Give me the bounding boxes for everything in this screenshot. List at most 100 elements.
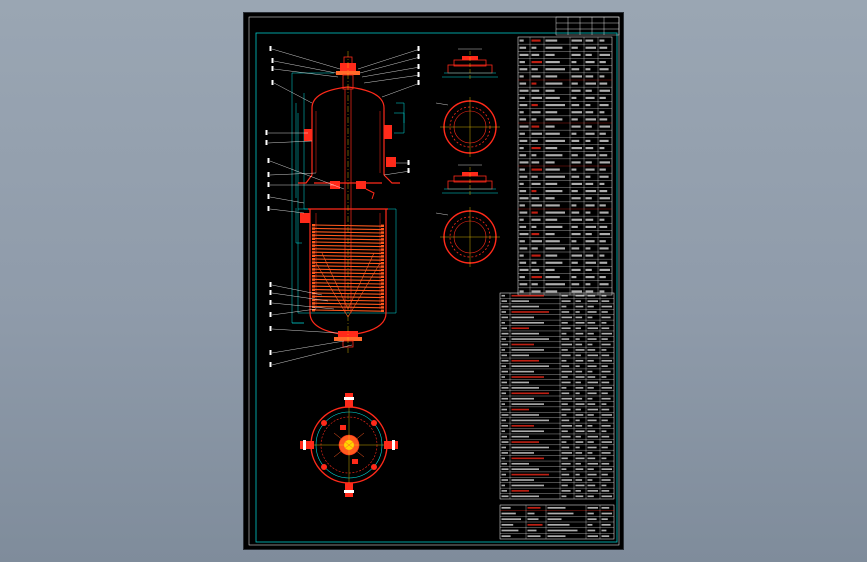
table-cell-text — [545, 161, 555, 164]
table-cell-text — [511, 473, 549, 476]
table-cell-text — [571, 182, 582, 185]
leader-tag — [417, 46, 420, 51]
table-cell-text — [519, 233, 529, 236]
table-cell-text — [501, 523, 514, 526]
table-cell-text — [601, 376, 607, 378]
table-cell-text — [519, 125, 529, 128]
flange-section-view-b[interactable] — [442, 164, 498, 197]
flange-section-view-a[interactable] — [442, 48, 498, 81]
table-cell-text — [545, 96, 560, 99]
technical-data-table[interactable] — [517, 36, 613, 296]
table-cell-text — [587, 452, 593, 454]
table-cell-text — [571, 283, 580, 286]
table-cell-text — [575, 397, 583, 400]
coil-turn-right — [381, 279, 384, 282]
coil-turn-left — [312, 309, 315, 312]
table-cell-text — [575, 408, 581, 411]
table-cell-text — [501, 473, 506, 476]
table-cell-text — [585, 39, 594, 42]
table-cell-text — [501, 484, 505, 487]
table-cell-text — [601, 397, 611, 400]
table-cell-text — [601, 523, 611, 526]
table-cell-text — [511, 359, 539, 362]
table-cell-text — [575, 349, 585, 351]
coil-turn — [313, 227, 383, 231]
leader-line — [357, 48, 421, 70]
coil-turn-right — [381, 228, 384, 231]
coil-turn-right — [381, 265, 384, 268]
table-cell-text — [511, 294, 544, 297]
table-cell-text — [599, 53, 610, 56]
leader-line — [273, 82, 313, 104]
table-cell-text — [545, 154, 563, 157]
coil-turn-right — [381, 275, 384, 278]
coil-turn-left — [312, 295, 315, 298]
vessel-elevation-view[interactable] — [265, 46, 421, 367]
drawing-sheet[interactable] — [244, 13, 623, 549]
leader-tag — [407, 168, 410, 173]
parts-list-table[interactable] — [499, 292, 615, 500]
table-cell-text — [501, 414, 509, 416]
table-cell-text — [527, 518, 539, 521]
table-cell-text — [575, 435, 581, 438]
table-cell-text — [501, 343, 508, 346]
table-cell-text — [585, 68, 591, 71]
table-cell-text — [601, 512, 612, 515]
table-cell-text — [545, 211, 565, 214]
table-cell-text — [545, 254, 558, 257]
coil-turn — [313, 224, 383, 227]
table-cell-text — [575, 446, 580, 449]
table-cell-text — [547, 535, 566, 538]
coil-turn-right — [381, 302, 384, 306]
table-cell-text — [501, 535, 511, 538]
coil-turn-right — [381, 258, 384, 261]
table-cell-text — [545, 111, 558, 114]
coil-turn-right — [381, 292, 384, 295]
table-cell-text — [599, 190, 608, 193]
coil-turn — [313, 234, 383, 237]
side-nozzles — [300, 125, 396, 223]
table-cell-text — [501, 354, 507, 357]
table-cell-text — [531, 254, 541, 257]
table-cell-text — [501, 381, 507, 384]
table-cell-text — [511, 387, 539, 389]
table-cell-text — [587, 305, 594, 308]
coil-turn — [313, 255, 383, 258]
table-cell-text — [531, 283, 538, 286]
table-cell-text — [545, 39, 558, 42]
table-cell-text — [531, 240, 542, 243]
table-cell-text — [587, 506, 598, 509]
table-cell-text — [601, 419, 608, 422]
table-cell-text — [575, 311, 580, 313]
vessel-plan-view[interactable] — [300, 393, 398, 497]
table-cell-text — [501, 435, 507, 438]
table-cell-text — [587, 397, 593, 400]
flange-plan-view-b[interactable] — [435, 207, 500, 267]
coil-turn-left — [312, 224, 315, 227]
leader-line — [271, 340, 345, 354]
table-cell-text — [519, 197, 529, 200]
leader-line — [269, 160, 345, 190]
table-cell-text — [571, 96, 577, 99]
table-cell-text — [545, 218, 558, 221]
table-cell-text — [545, 53, 555, 56]
table-cell-text — [601, 349, 607, 351]
table-cell-text — [547, 523, 570, 526]
coil-turn — [313, 241, 383, 244]
flange-plan-view-a[interactable] — [435, 97, 500, 157]
table-cell-text — [587, 484, 596, 487]
coil-turn-right — [381, 224, 384, 227]
table-cell-text — [571, 276, 577, 279]
leader-tag — [269, 326, 272, 331]
table-cell-text — [585, 89, 592, 92]
title-block[interactable] — [499, 504, 615, 540]
table-cell-text — [599, 104, 609, 107]
table-cell-text — [545, 147, 558, 150]
engineering-drawing-canvas[interactable] — [244, 13, 623, 549]
coil-turn-left — [312, 275, 315, 278]
coil-turn — [313, 299, 383, 302]
table-cell-text — [575, 490, 581, 492]
stamp-box — [555, 16, 620, 36]
table-cell-text — [585, 175, 591, 178]
